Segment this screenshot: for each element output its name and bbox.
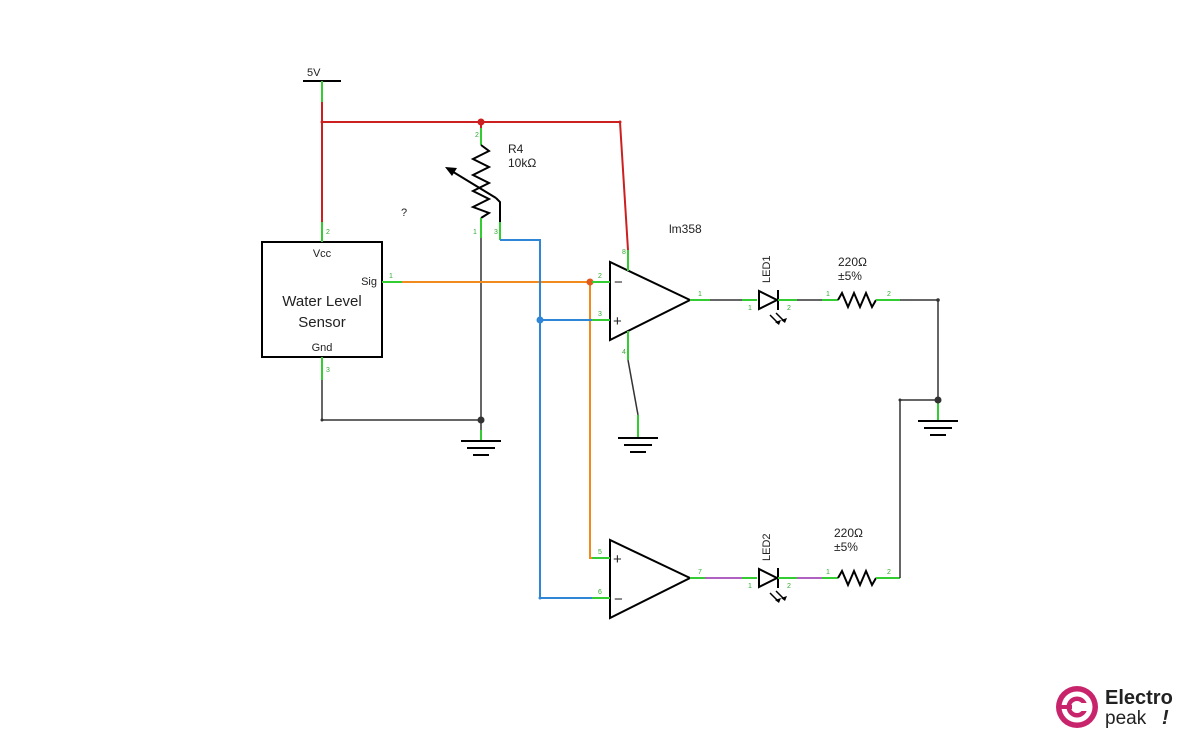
svg-text:2: 2 <box>887 569 891 576</box>
output-path-2: 1 2 LED2 1 2 220Ω ±5% <box>705 396 942 603</box>
sensor-title-line1: Water Level <box>282 293 361 310</box>
supply-5v: 5V <box>303 67 341 102</box>
svg-text:2: 2 <box>475 132 479 139</box>
brand-line1: Electro <box>1105 687 1173 709</box>
svg-text:8: 8 <box>622 249 626 256</box>
svg-text:2: 2 <box>887 291 891 298</box>
resistor1-value: 220Ω <box>838 255 867 269</box>
sensor-pin-number-gnd: 3 <box>326 367 330 374</box>
water-level-sensor: 2 1 3 Vcc Sig Gnd Water Level Sensor <box>261 222 402 380</box>
resistor2-value: 220Ω <box>834 526 863 540</box>
led2: 1 2 LED2 <box>748 533 797 603</box>
u2-plus-sign: + <box>613 551 622 568</box>
ground-symbol-2 <box>618 415 658 453</box>
sensor-pin-number-vcc: 2 <box>326 229 330 236</box>
brand-mark: ! <box>1162 707 1169 729</box>
svg-text:3: 3 <box>494 229 498 236</box>
resistor2-tolerance: ±5% <box>834 540 858 554</box>
svg-text:1: 1 <box>748 305 752 312</box>
ground-junction <box>477 416 485 424</box>
electropeak-logo: Electro peak ! <box>1056 686 1173 729</box>
output-ground-junction <box>934 396 942 404</box>
svg-text:2: 2 <box>598 273 602 280</box>
electropeak-mark-icon <box>1056 686 1098 728</box>
reference-wires <box>500 239 592 599</box>
sensor-pin-vcc: Vcc <box>313 248 332 260</box>
svg-text:1: 1 <box>473 229 477 236</box>
resistor-1: 1 2 220Ω ±5% <box>822 255 900 310</box>
u1-plus-sign: + <box>613 313 622 330</box>
ground-symbol-1 <box>461 430 501 456</box>
ground-symbol-3 <box>918 400 958 436</box>
reference-junction <box>536 316 544 324</box>
unknown-marker: ? <box>401 207 407 219</box>
output-path-1: 1 2 LED1 1 2 220Ω ±5% <box>710 255 940 400</box>
resistor-2: 1 2 220Ω ±5% <box>822 526 900 588</box>
potentiometer-r4: 2 1 3 R4 10kΩ <box>445 128 536 240</box>
svg-text:4: 4 <box>622 349 626 356</box>
sensor-title-line2: Sensor <box>298 314 346 331</box>
pot-value: 10kΩ <box>508 156 536 170</box>
svg-text:7: 7 <box>698 569 702 576</box>
led1: 1 2 LED1 <box>748 255 797 325</box>
opamp-part-label: lm358 <box>669 222 702 236</box>
sensor-pin-gnd: Gnd <box>312 342 333 354</box>
svg-text:1: 1 <box>826 291 830 298</box>
supply-label: 5V <box>307 67 321 79</box>
signal-junction <box>586 278 594 286</box>
svg-text:1: 1 <box>826 569 830 576</box>
sensor-pin-sig: Sig <box>361 276 377 288</box>
svg-text:1: 1 <box>698 291 702 298</box>
svg-text:3: 3 <box>598 311 602 318</box>
led2-ref: LED2 <box>761 533 773 561</box>
svg-text:1: 1 <box>748 583 752 590</box>
u1-minus-sign: − <box>614 274 623 291</box>
svg-text:2: 2 <box>787 305 791 312</box>
opamp-u1: 2 3 8 4 1 − + lm358 <box>592 222 710 360</box>
resistor1-tolerance: ±5% <box>838 269 862 283</box>
svg-text:6: 6 <box>598 589 602 596</box>
brand-line2: peak <box>1105 708 1147 729</box>
opamp-u2: 5 6 7 + − <box>592 538 705 620</box>
svg-text:2: 2 <box>787 583 791 590</box>
pot-ref: R4 <box>508 142 524 156</box>
sensor-pin-number-sig: 1 <box>389 273 393 280</box>
signal-wires <box>402 281 592 559</box>
vcc-junction <box>477 118 485 126</box>
svg-text:5: 5 <box>598 549 602 556</box>
u2-minus-sign: − <box>614 591 623 608</box>
led1-ref: LED1 <box>761 255 773 283</box>
